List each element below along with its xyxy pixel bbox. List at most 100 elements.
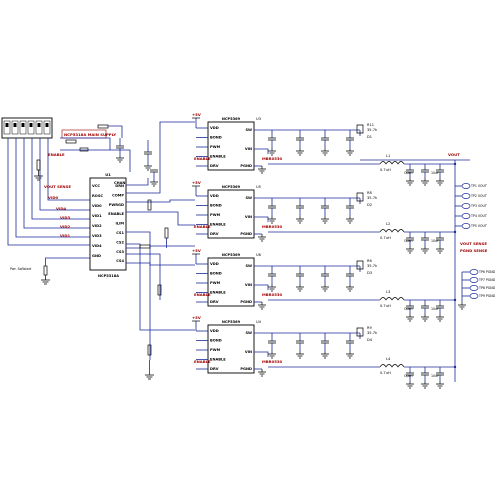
phase-inductor-ref: L3 bbox=[386, 290, 390, 294]
phase-ic-pin-right: SW bbox=[245, 128, 252, 132]
phase-inductor-ref: L2 bbox=[386, 222, 390, 226]
phase-inductor-value: 0.7uH bbox=[380, 168, 391, 172]
phase-ic-pin-left: VDD bbox=[210, 262, 219, 266]
test-point-vout-label: TP1 VOUT bbox=[470, 184, 487, 188]
title-box-label: NCP5318A MAIN SUPPLY bbox=[64, 132, 116, 137]
controller-header: CHAN bbox=[114, 181, 125, 185]
test-point-vout bbox=[461, 213, 471, 219]
phase-inductor-value: 0.7uH bbox=[380, 236, 391, 240]
controller-ic: U1 CHAN NCP5318A VCCROSCVID0VID1VID2VID3… bbox=[89, 173, 127, 278]
phase-ic-pin-left: ENABLE bbox=[210, 223, 226, 227]
phase-ic-ref: U6 bbox=[256, 253, 262, 257]
net-label-phase-enable: ENABLE bbox=[194, 292, 211, 297]
softstart-network bbox=[60, 124, 152, 172]
vout-rail: VOUT bbox=[360, 152, 470, 382]
net-label-vin: +5V bbox=[192, 180, 201, 185]
controller-pin-left: VCC bbox=[92, 184, 100, 188]
controller-pin-right: PWRGD bbox=[109, 203, 124, 207]
phase-diode-part: MBR0530 bbox=[262, 224, 283, 229]
phase-res-value: 35.7k bbox=[367, 196, 378, 200]
phase-ic-part: NCP5369 bbox=[222, 117, 241, 121]
phase-diode-part: MBR0530 bbox=[262, 156, 283, 161]
controller-pin-left: VID4 bbox=[92, 244, 102, 248]
net-label-vin: +5V bbox=[192, 315, 201, 320]
phase-ic-pin-right: SW bbox=[245, 196, 252, 200]
phase-ic-pin-right: VIN bbox=[245, 215, 252, 219]
phase-res-ref: R8 bbox=[367, 191, 372, 195]
output-cap-value: Open bbox=[404, 374, 413, 378]
dip-switch-cell bbox=[27, 120, 35, 135]
phase-ic-pin-right: PGND bbox=[240, 232, 252, 236]
phase-inductor-value: 0.7uH bbox=[380, 304, 391, 308]
left-passives bbox=[34, 159, 90, 285]
phase-ic-pin-left: VDD bbox=[210, 194, 219, 198]
phase-ic-pin-right: SW bbox=[245, 331, 252, 335]
controller-pin-left: VID2 bbox=[92, 224, 102, 228]
net-label-vid1: VID1 bbox=[60, 233, 71, 238]
phase-inductor-ref: L1 bbox=[386, 154, 390, 158]
controller-part: NCP5318A bbox=[98, 274, 119, 278]
phase-res-ref: R11 bbox=[367, 123, 374, 127]
test-point-pgnd-label: TP8 PGND bbox=[478, 286, 496, 290]
dip-switch-cell bbox=[43, 120, 51, 135]
output-cap-value: 10uF bbox=[431, 171, 439, 175]
test-point-vout bbox=[461, 193, 471, 199]
controller-pin-left: VID3 bbox=[92, 234, 102, 238]
phase-inductor-value: 0.7uH bbox=[380, 371, 391, 375]
net-label-vid0: VID0 bbox=[48, 195, 59, 200]
phase-ic-pin-left: VDD bbox=[210, 329, 219, 333]
phase-ic-pin-left: DRV bbox=[210, 300, 219, 304]
dip-switch-toggle bbox=[37, 123, 41, 127]
net-label-phase-enable: ENABLE bbox=[194, 224, 211, 229]
dip-switch-cell bbox=[35, 120, 43, 135]
phase-diode-part: MBR0530 bbox=[262, 292, 283, 297]
phase-diode-ref: D4 bbox=[367, 338, 373, 342]
phase-ic-pin-left: BOND bbox=[210, 136, 222, 140]
title-box: NCP5318A MAIN SUPPLY bbox=[61, 129, 116, 139]
phase-ic-pin-left: BOND bbox=[210, 339, 222, 343]
controller-pin-right: DRN bbox=[115, 184, 124, 188]
phase-ic-pin-left: DRV bbox=[210, 232, 219, 236]
phase-ic-pin-left: PWM bbox=[210, 348, 221, 352]
sense-labels: VOUT SENSE PGND SENSE bbox=[460, 241, 488, 253]
phase-ic bbox=[207, 257, 255, 307]
dip-switch-toggle bbox=[13, 123, 17, 127]
controller-pin-right: ENABLE bbox=[108, 212, 124, 216]
phase-res-value: 35.7k bbox=[367, 128, 378, 132]
net-label-vin: +5V bbox=[192, 248, 201, 253]
test-point-vout-label: TP5 VOUT bbox=[470, 224, 487, 228]
phase-ic-pin-right: VIN bbox=[245, 350, 252, 354]
net-label-vout: VOUT bbox=[448, 152, 460, 157]
net-label-phase-enable: ENABLE bbox=[194, 359, 211, 364]
controller-wires bbox=[126, 121, 195, 380]
test-point-vout-label: TP3 VOUT bbox=[470, 204, 487, 208]
net-label-enable: ENABLE bbox=[48, 152, 65, 157]
dip-switch-toggle bbox=[29, 123, 33, 127]
phase-diode-ref: D1 bbox=[367, 135, 372, 139]
phase-ic-pin-right: VIN bbox=[245, 147, 252, 151]
test-point-pgnd bbox=[469, 269, 479, 275]
test-point-vout-label: TP2 VOUT bbox=[470, 194, 487, 198]
net-label-vid3: VID3 bbox=[60, 215, 71, 220]
controller-pin-right: CS2 bbox=[116, 240, 124, 244]
footnote-text: Pwr. Softstart bbox=[10, 267, 32, 271]
phase-ic bbox=[207, 324, 255, 374]
net-label-phase-enable: ENABLE bbox=[194, 156, 211, 161]
dip-switch-toggle bbox=[45, 123, 49, 127]
phase-diode-ref: D3 bbox=[367, 271, 372, 275]
phase-ic-pin-left: PWM bbox=[210, 281, 221, 285]
phase-res-ref: R9 bbox=[367, 326, 372, 330]
test-point-pgnd bbox=[469, 277, 479, 283]
phase-ic-pin-left: BOND bbox=[210, 204, 222, 208]
controller-pin-left: ROSC bbox=[92, 194, 103, 198]
controller-pin-right: CS1 bbox=[116, 231, 124, 235]
phase-ic-pin-left: DRV bbox=[210, 367, 219, 371]
dip-switch-toggle bbox=[21, 123, 25, 127]
phase-diode-ref: D2 bbox=[367, 203, 372, 207]
phase-res-ref: R6 bbox=[367, 259, 372, 263]
test-point-pgnd bbox=[469, 293, 479, 299]
phase-ic-pin-left: DRV bbox=[210, 164, 219, 168]
